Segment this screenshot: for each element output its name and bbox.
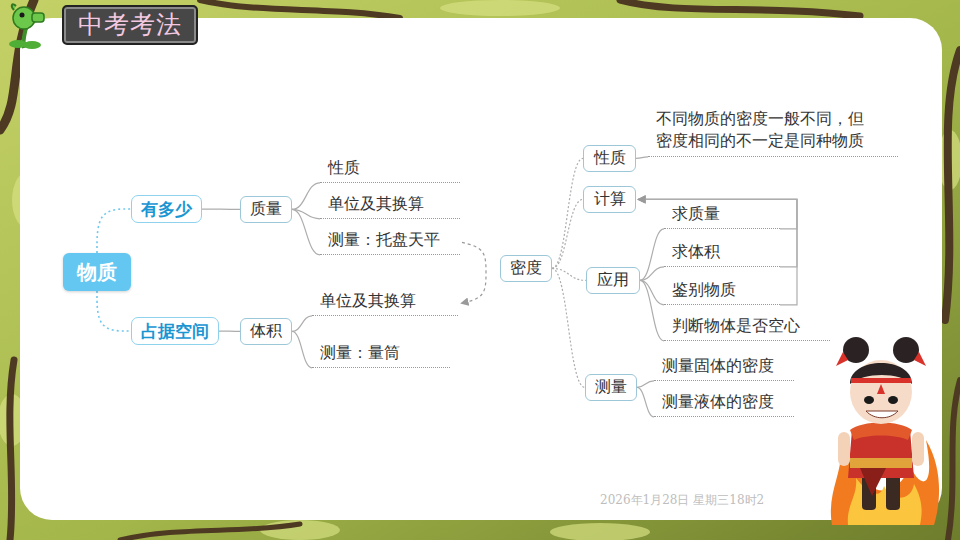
node-text: 单位及其换算 [320,291,454,312]
node-text: 不同物质的密度一般不同，但 密度相同的不一定是同种物质 [656,108,872,153]
connector [640,280,664,340]
connector [640,267,664,281]
title-badge: 中考考法 [62,5,198,45]
node-text: 测量 [595,377,627,398]
connector [97,291,131,331]
underlined-item: 鉴别物质 [664,280,780,305]
connector [202,208,240,210]
node-text: 性质 [593,148,626,169]
node-text: 应用 [596,270,630,291]
node-text: 质量 [250,199,282,220]
underlined-item: 求质量 [664,204,780,229]
node-text: 单位及其换算 [328,194,456,215]
title-text: 中考考法 [64,7,196,43]
node-text: 测量固体的密度 [662,356,790,377]
node-text: 占据空间 [141,320,209,342]
connectors [97,157,797,417]
node-text: 测量：量筒 [320,343,446,364]
connector [552,158,583,268]
topic-box: 质量 [240,196,292,223]
nezha-body [838,423,924,511]
node-text: 计算 [593,189,626,210]
connector [636,157,648,159]
topic-box: 密度 [500,255,552,282]
node-text: 求体积 [672,242,776,263]
underlined-item: 不同物质的密度一般不同，但 密度相同的不一定是同种物质 [648,108,898,157]
connector [292,331,312,367]
connector [637,381,654,388]
underlined-item: 测量液体的密度 [654,392,794,417]
connector [292,209,320,254]
connector [640,280,664,304]
connector [292,316,312,332]
branch-box: 占据空间 [131,317,219,345]
node-text: 密度 [510,258,542,279]
topic-box: 性质 [583,145,636,172]
node-text: 体积 [250,321,282,342]
node-text: 判断物体是否空心 [672,316,826,337]
connector [461,242,486,303]
underlined-item: 求体积 [664,242,780,267]
branch-box: 有多少 [131,195,202,223]
node-text: 性质 [328,158,456,179]
connector [97,209,131,253]
node-text: 有多少 [141,198,192,220]
node-text: 物质 [75,259,119,285]
root-node: 物质 [63,253,131,291]
connector [552,199,583,268]
underlined-item: 测量：托盘天平 [320,230,460,255]
connector [638,199,797,304]
underlined-item: 性质 [320,158,460,183]
node-text: 鉴别物质 [672,280,776,301]
connector [638,199,797,228]
node-text: 测量：托盘天平 [328,230,456,251]
nezha-head [836,337,926,424]
connector [292,183,320,210]
connector [637,387,654,416]
connector [219,330,240,332]
underlined-item: 单位及其换算 [320,194,460,219]
date-watermark: 2026年1月28日 星期三18时2 [600,492,764,509]
underlined-item: 测量固体的密度 [654,356,794,381]
connector [638,199,797,266]
node-text: 测量液体的密度 [662,392,790,413]
underlined-item: 单位及其换算 [312,291,458,316]
underlined-item: 测量：量筒 [312,343,450,368]
underlined-item: 判断物体是否空心 [664,316,830,341]
white-panel [20,18,942,520]
node-text: 求质量 [672,204,776,225]
topic-box: 计算 [583,186,636,213]
connector [552,268,585,387]
topic-box: 测量 [585,374,637,401]
topic-box: 应用 [586,267,640,294]
peashooter-icon [9,4,44,49]
connector [640,229,664,281]
topic-box: 体积 [240,318,292,345]
connector [552,268,586,280]
